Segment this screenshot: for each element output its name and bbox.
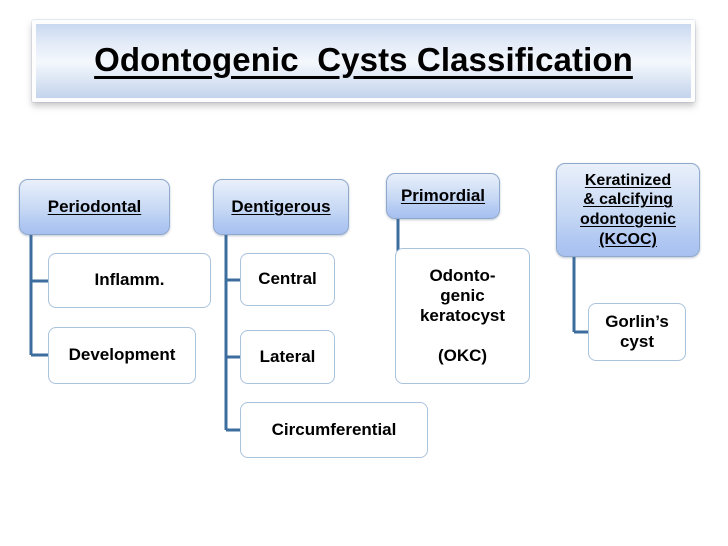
node-inflamm[interactable]: Inflamm. <box>48 253 211 308</box>
node-central[interactable]: Central <box>240 253 335 306</box>
node-inflamm-label: Inflamm. <box>94 270 165 290</box>
node-primordial[interactable]: Primordial <box>386 173 500 219</box>
node-primordial-label: Primordial <box>400 186 486 206</box>
node-lateral-label: Lateral <box>259 346 316 366</box>
node-circumferential-label: Circumferential <box>271 419 397 439</box>
node-circumferential[interactable]: Circumferential <box>240 402 428 458</box>
node-periodontal-label: Periodontal <box>47 197 142 217</box>
title-banner: Odontogenic Cysts Classification <box>32 20 695 102</box>
node-lateral[interactable]: Lateral <box>240 330 335 384</box>
node-central-label: Central <box>258 269 317 289</box>
node-dentigerous-label: Dentigerous <box>231 197 331 217</box>
node-development[interactable]: Development <box>48 327 196 384</box>
page-title: Odontogenic Cysts Classification <box>94 40 633 78</box>
node-dentigerous[interactable]: Dentigerous <box>213 179 349 235</box>
node-development-label: Development <box>68 345 176 365</box>
node-periodontal[interactable]: Periodontal <box>19 179 170 235</box>
